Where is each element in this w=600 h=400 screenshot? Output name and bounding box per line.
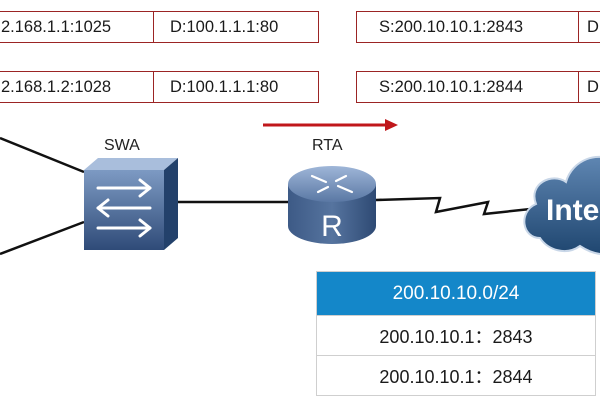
network-links [0, 136, 541, 256]
nat-address-table: 200.10.10.0/24 200.10.10.1：2843 200.10.1… [316, 271, 596, 396]
destination-address-cell: D [578, 72, 600, 102]
internet-label: Inte [546, 194, 599, 227]
right-address-box-2: S:200.10.10.1:2844 D [356, 71, 600, 103]
nat-table-header: 200.10.10.0/24 [317, 272, 595, 315]
nat-table-row: 200.10.10.1：2843 [317, 315, 595, 355]
link-host2-switch [0, 220, 85, 256]
right-address-box-1: S:200.10.10.1:2843 D [356, 11, 600, 43]
nat-table-row: 200.10.10.1：2844 [317, 355, 595, 395]
left-address-box-2: 2.168.1.2:1028 D:100.1.1.1:80 [0, 71, 319, 103]
source-address-cell: S:200.10.10.1:2844 [379, 77, 524, 96]
right-arrow-icon [263, 119, 398, 131]
link-host1-switch [0, 136, 85, 174]
source-address-cell: 2.168.1.1:1025 [1, 17, 112, 36]
destination-address-cell: D:100.1.1.1:80 [153, 12, 318, 42]
left-address-box-1: 2.168.1.1:1025 D:100.1.1.1:80 [0, 11, 319, 43]
switch-label: SWA [104, 137, 140, 154]
router-icon: R [288, 166, 376, 244]
cloud-icon: Inte [523, 155, 600, 255]
svg-text:R: R [321, 210, 343, 243]
switch-icon [84, 158, 178, 250]
router-label: RTA [312, 137, 343, 154]
source-address-cell: 2.168.1.2:1028 [1, 77, 112, 96]
lightning-link-icon [375, 196, 541, 216]
source-address-cell: S:200.10.10.1:2843 [379, 17, 524, 36]
destination-address-cell: D:100.1.1.1:80 [153, 72, 318, 102]
destination-address-cell: D [578, 12, 600, 42]
